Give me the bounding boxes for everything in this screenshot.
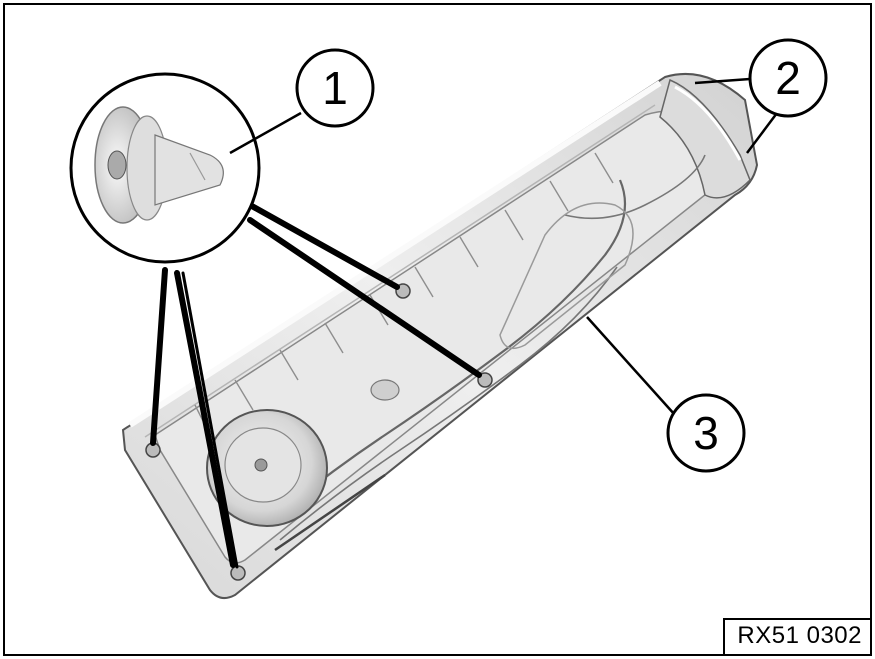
reference-code: RX51 0302 [737,622,862,649]
callout-3: 3 [666,393,746,473]
leader-line-3 [586,316,676,416]
callout-3-label: 3 [693,407,719,459]
diagram-frame: 1 2 3 RX51 0302 [3,3,872,656]
callout-1: 1 [295,48,375,128]
speaker [206,409,328,527]
clip-mount-points [145,283,493,581]
trim-panel-illustration: 1 2 3 [69,38,828,600]
reference-code-box: RX51 0302 [723,618,870,654]
clip-detail-inset [69,72,261,264]
callout-2-label: 2 [775,52,801,104]
callout-2: 2 [748,38,828,118]
leader-lines-2 [694,77,778,154]
leader-line-1 [229,111,302,155]
callout-1-label: 1 [322,62,348,114]
clip-icon [94,106,224,224]
clip-leader-lines [150,202,482,569]
